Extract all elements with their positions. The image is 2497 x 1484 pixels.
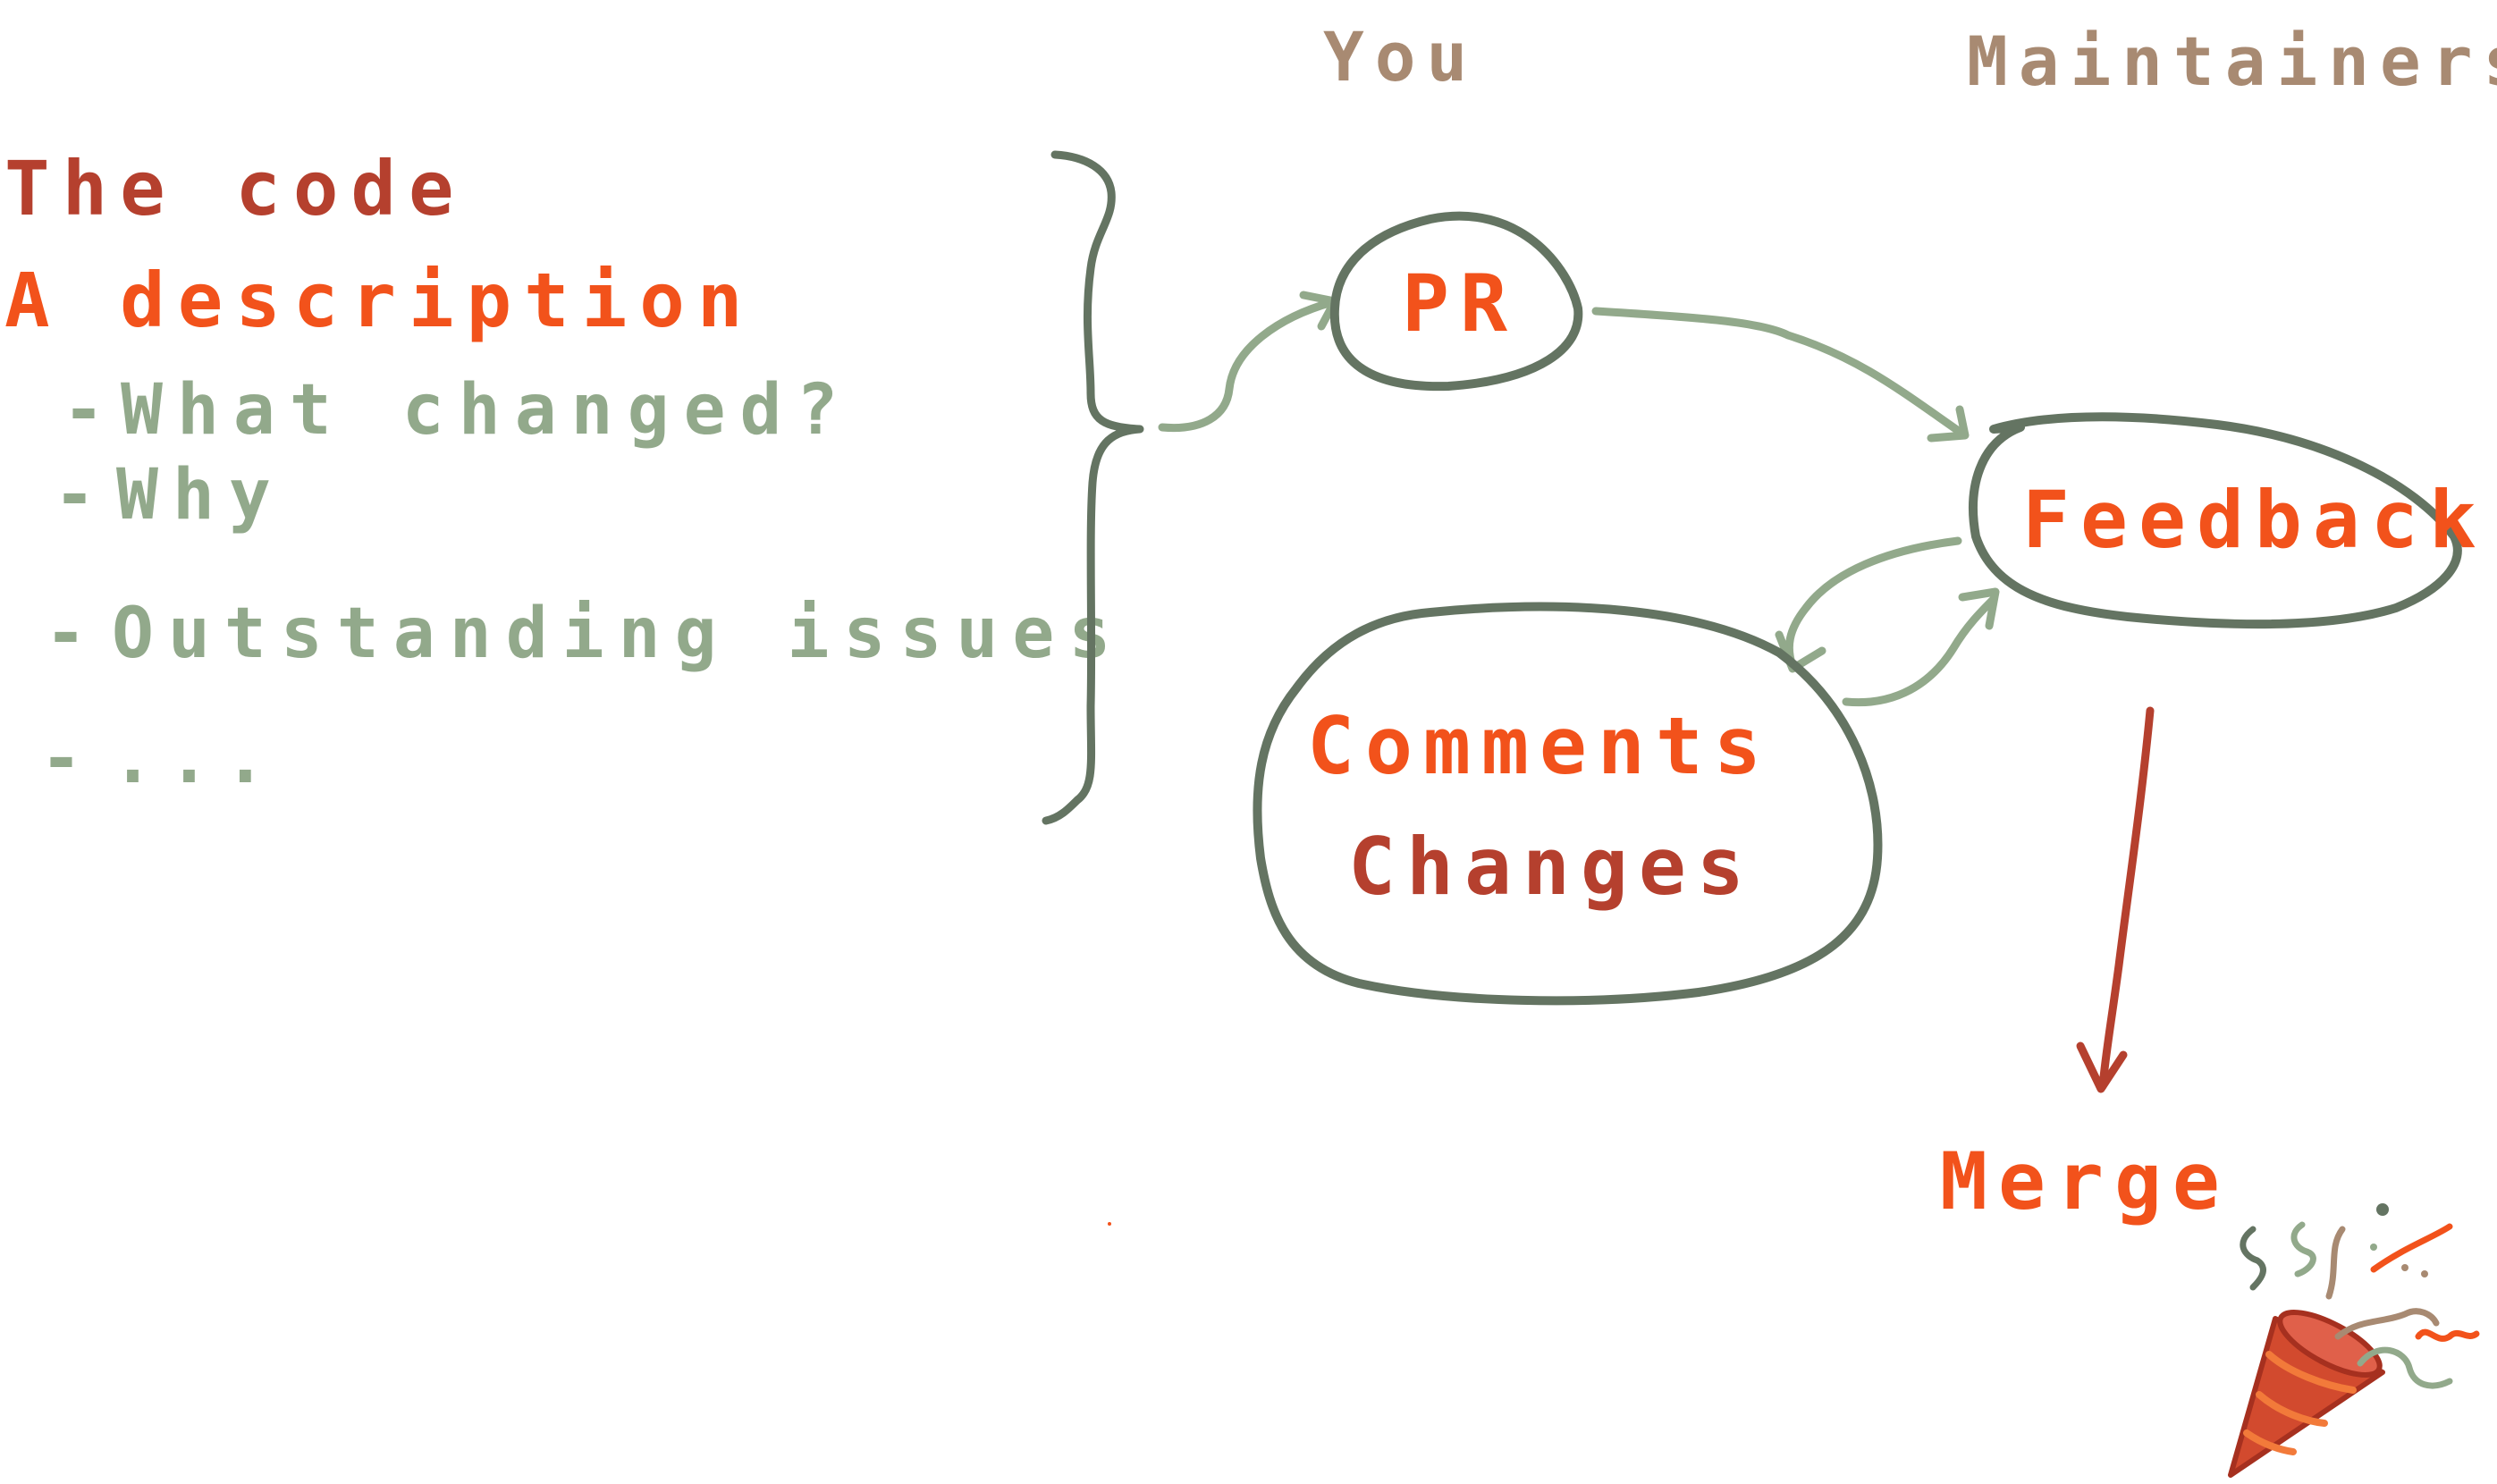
confetti-dot: [2370, 1244, 2377, 1251]
confetti: [2334, 1308, 2440, 1340]
popper-stripe: [2256, 1391, 2328, 1427]
confetti-dot: [2376, 1203, 2389, 1216]
confetti-dot: [2401, 1264, 2408, 1271]
item-dash: -: [40, 719, 97, 799]
comments-changes-node-outline: [1253, 602, 1883, 1006]
arrow-pr-to-feedback: [1591, 307, 1967, 438]
item-dash: -: [63, 370, 119, 451]
stray-dot: [1108, 1222, 1111, 1226]
popper-stripe: [2243, 1429, 2297, 1455]
curly-brace: [1042, 150, 1144, 825]
arrowhead: [1775, 630, 1826, 673]
description-items: - What changed? - Why - Outstanding issu…: [40, 370, 1125, 799]
confetti: [2370, 1223, 2453, 1273]
confetti: [2325, 1226, 2346, 1300]
maintainers-header: Maintainers: [1967, 21, 2497, 101]
you-header: You: [1323, 17, 1478, 97]
description-label: A description: [4, 257, 755, 344]
feedback-node-outline: [1969, 412, 2462, 629]
item-dash: -: [45, 594, 101, 674]
code-label: The code: [4, 145, 467, 232]
feedback-node-label: Feedback: [2022, 474, 2487, 566]
merge-label: Merge: [1940, 1135, 2231, 1227]
changes-label: Changes: [1348, 821, 1755, 913]
arrow-brace-to-pr: [1158, 298, 1337, 433]
pr-node-label: PR: [1402, 257, 1518, 350]
popper-stripe: [2265, 1351, 2357, 1394]
comments-label: Comments: [1307, 700, 1772, 792]
confetti: [2290, 1221, 2316, 1277]
arrowhead: [1927, 405, 1970, 443]
arrow-feedback-to-merge: [2098, 706, 2155, 1091]
item-outstanding-issues: Outstanding issues: [112, 594, 1125, 674]
confetti: [2415, 1328, 2480, 1342]
party-popper-icon: [2228, 1203, 2480, 1478]
confetti: [2240, 1226, 2266, 1291]
item-ellipsis: ...: [112, 719, 281, 799]
item-why: Why: [116, 455, 285, 535]
item-what-changed: What changed?: [121, 370, 852, 451]
confetti-dot: [2421, 1270, 2428, 1277]
arrowhead: [2076, 1041, 2128, 1093]
popper-mouth: [2277, 1310, 2383, 1378]
confetti: [2357, 1346, 2453, 1389]
arrow-feedback-to-comments: [1784, 536, 1962, 670]
arrow-comments-to-feedback: [1842, 594, 1998, 707]
arrowhead: [1958, 587, 2000, 630]
pr-node-outline: [1329, 211, 1583, 392]
item-dash: -: [54, 455, 110, 535]
